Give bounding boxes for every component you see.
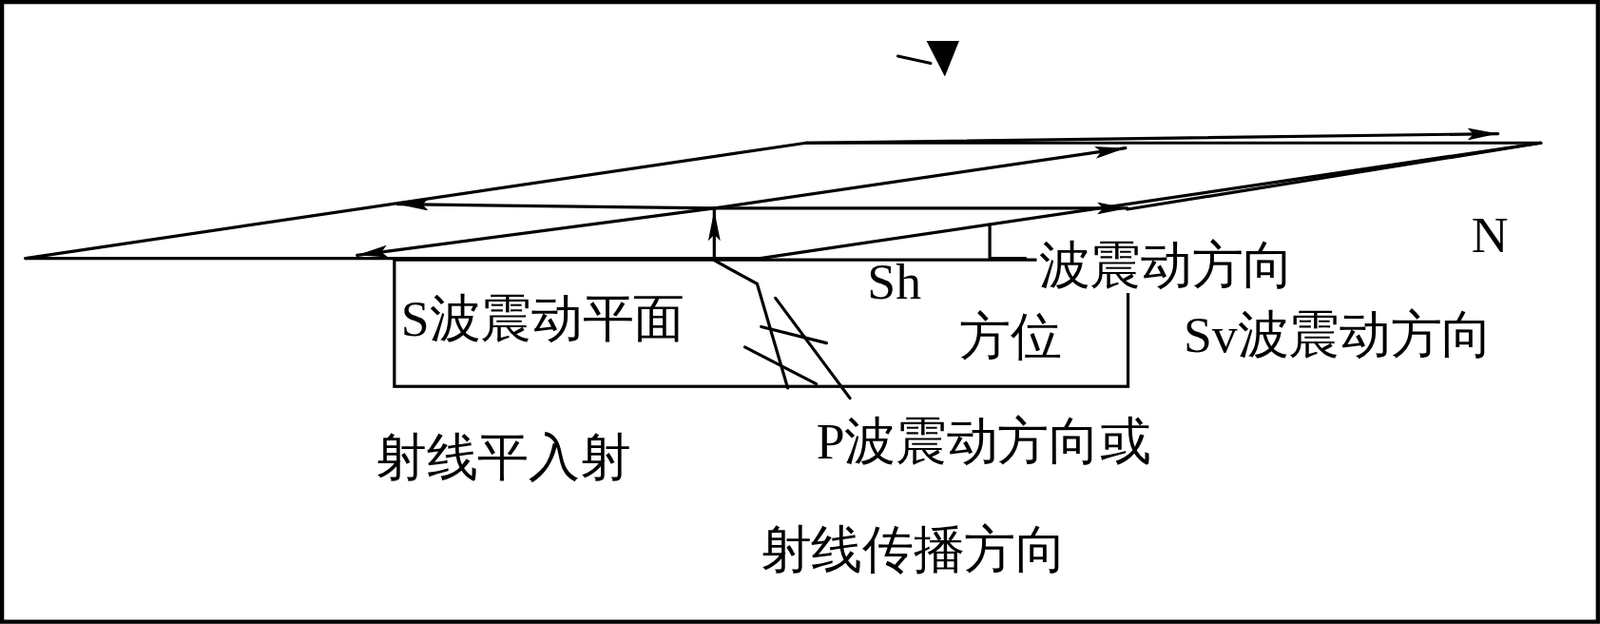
- sh-arrow: [713, 206, 1128, 210]
- direction-arrow: [806, 134, 1499, 144]
- sv-arrow: [357, 208, 715, 255]
- box-text: 方位: [957, 309, 1064, 364]
- plane-box: S波震动平面Sh方位: [392, 258, 1130, 388]
- plane-edge: [1127, 142, 1542, 210]
- ray-line: [713, 260, 788, 388]
- mark: [926, 40, 960, 78]
- box-text: S波震动平面: [399, 291, 687, 346]
- annotation-label: Sv波震动方向: [1181, 308, 1495, 362]
- bracket: [989, 224, 1026, 258]
- box-text: Sh: [865, 254, 924, 309]
- mark: [898, 56, 931, 64]
- plane-edge: [25, 142, 807, 258]
- annotation-label: P波震动方向或: [813, 414, 1153, 468]
- ray-hatch: [761, 326, 828, 343]
- annotation-label: N: [1469, 208, 1511, 262]
- annotation-label: 射线传播方向: [757, 522, 1068, 577]
- sh-arrow: [398, 204, 715, 209]
- sv-arrow: [713, 148, 1126, 209]
- annotation-label: 射线平入射: [373, 430, 634, 484]
- p-arrow: [713, 210, 716, 258]
- ray-hatch: [745, 346, 817, 385]
- annotation-label: 波震动方向: [1036, 238, 1296, 292]
